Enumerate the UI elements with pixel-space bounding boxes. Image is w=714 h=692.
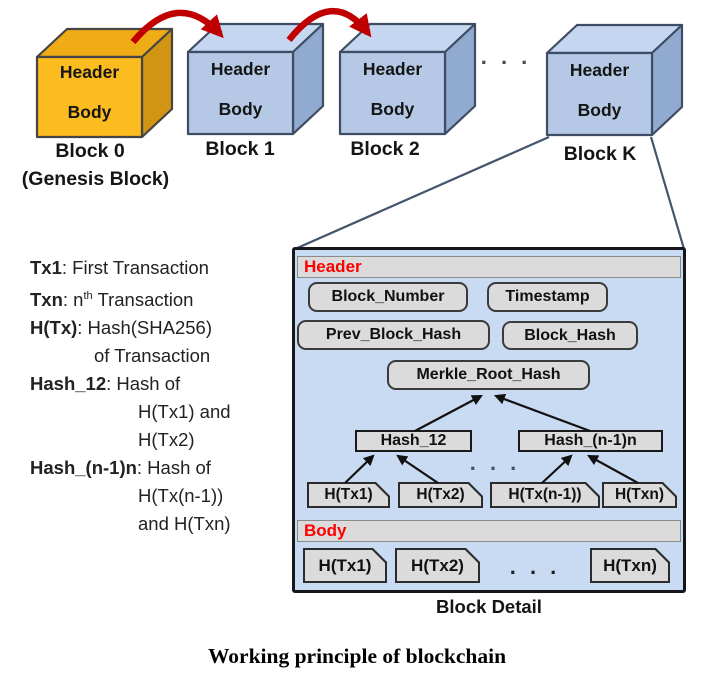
block-number-chip: Block_Number [308,282,468,312]
block-2-cube [338,22,477,136]
block-detail-panel: Header Block_Number Timestamp Prev_Block… [292,247,686,593]
legend-line-hash12-cont2: H(Tx2) [138,429,195,451]
body-htx1-chip: H(Tx1) [303,548,387,583]
legend-line-tx1: Tx1: First Transaction [30,257,209,278]
header-section-bar: Header [297,256,681,278]
legend-line-hashn1n-cont1: H(Tx(n-1)) [138,485,224,507]
arrow-htxn1-to-hashn1n [541,454,573,484]
block-1-body-face-label: Body [218,99,263,119]
projection-line-right [649,136,686,250]
hash-n1n-node: Hash_(n-1)n [518,430,663,452]
legend-line-hashn1n: Hash_(n-1)n: Hash of [30,457,211,479]
chain-arrow-0-1 [130,9,224,45]
block-k-header-face-label: Header [569,60,630,80]
arrow-htxn-to-hashn1n [587,454,639,484]
block-1-header-face-label: Header [210,59,271,79]
arrow-htx2-to-hash12 [396,454,439,484]
block-k-cube [545,23,684,137]
block-2-body-face-label: Body [370,99,415,119]
body-ellipsis: . . . [509,554,561,579]
merkle-tree-ellipsis: . . . [469,450,521,475]
legend-line-hash12-cont1: H(Tx1) and [138,401,231,423]
legend-line-htx: H(Tx): Hash(SHA256) [30,317,212,339]
cube-front-face [186,50,295,136]
projection-line-left [294,135,550,251]
body-htx2-chip: H(Tx2) [395,548,480,583]
body-htxn-chip: H(Txn) [590,548,670,583]
legend: Tx1: First Transaction Txn: nth Transact… [30,254,280,538]
merkle-root-hash-chip: Merkle_Root_Hash [387,360,590,390]
legend-line-htx-cont: of Transaction [94,345,211,367]
block-k-body-face-label: Body [577,100,622,120]
block-1-label: Block 1 [205,138,275,160]
cube-front-face [35,55,144,139]
arrow-htx1-to-hash12 [344,454,375,484]
block-hash-chip: Block_Hash [502,321,638,350]
tree-htx1-node: H(Tx1) [307,482,390,508]
block-k-label: Block K [563,143,637,165]
block-0-label: Block 0 [55,140,125,162]
chain-ellipsis: . . . [480,44,532,69]
tree-htx2-node: H(Tx2) [398,482,483,508]
legend-line-hash12: Hash_12: Hash of [30,373,181,395]
tree-htxn-node: H(Txn) [602,482,677,508]
genesis-body-face-label: Body [67,102,112,122]
arrow-hash12-to-root [414,394,483,432]
genesis-header-face-label: Header [59,62,120,82]
chain-arrow-1-2 [286,7,372,43]
tree-htxn1-node: H(Tx(n-1)) [490,482,600,508]
body-section-bar: Body [297,520,681,542]
block-2-label: Block 2 [350,138,420,160]
arrow-hashn1n-to-root [493,393,591,433]
block-2-header-face-label: Header [362,59,423,79]
hash-12-node: Hash_12 [355,430,472,452]
figure-caption: Working principle of blockchain [207,644,507,668]
legend-line-hashn1n-cont2: and H(Txn) [138,513,231,535]
cube-front-face [338,50,447,136]
genesis-block-sublabel: (Genesis Block) [21,168,170,190]
timestamp-chip: Timestamp [487,282,608,312]
cube-front-face [545,51,654,137]
block-detail-caption: Block Detail [436,596,542,617]
prev-block-hash-chip: Prev_Block_Hash [297,320,490,350]
legend-line-txn: Txn: nth Transaction [30,289,194,311]
